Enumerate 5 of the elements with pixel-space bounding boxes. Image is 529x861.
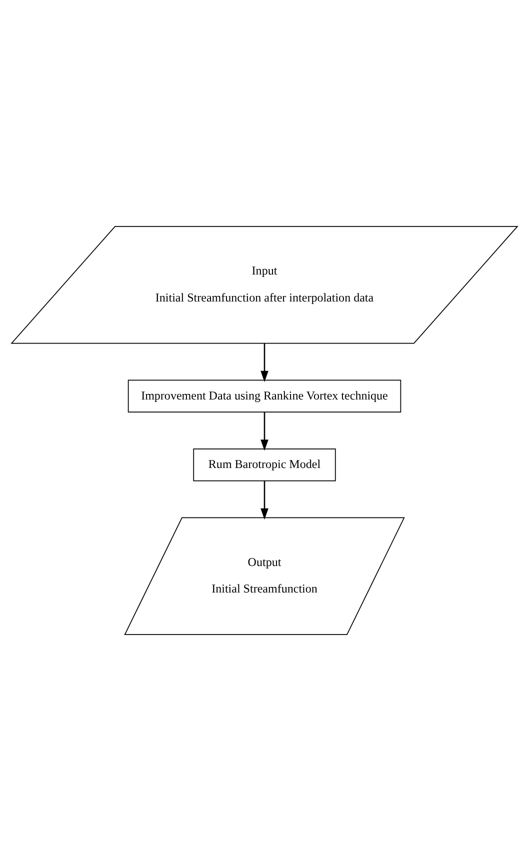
node-box: Rum Barotropic Model: [193, 448, 336, 482]
arrow: [260, 480, 268, 520]
node-box: Improvement Data using Rankine Vortex technique: [128, 380, 402, 412]
arrow: [260, 343, 268, 382]
arrow: [260, 412, 268, 451]
